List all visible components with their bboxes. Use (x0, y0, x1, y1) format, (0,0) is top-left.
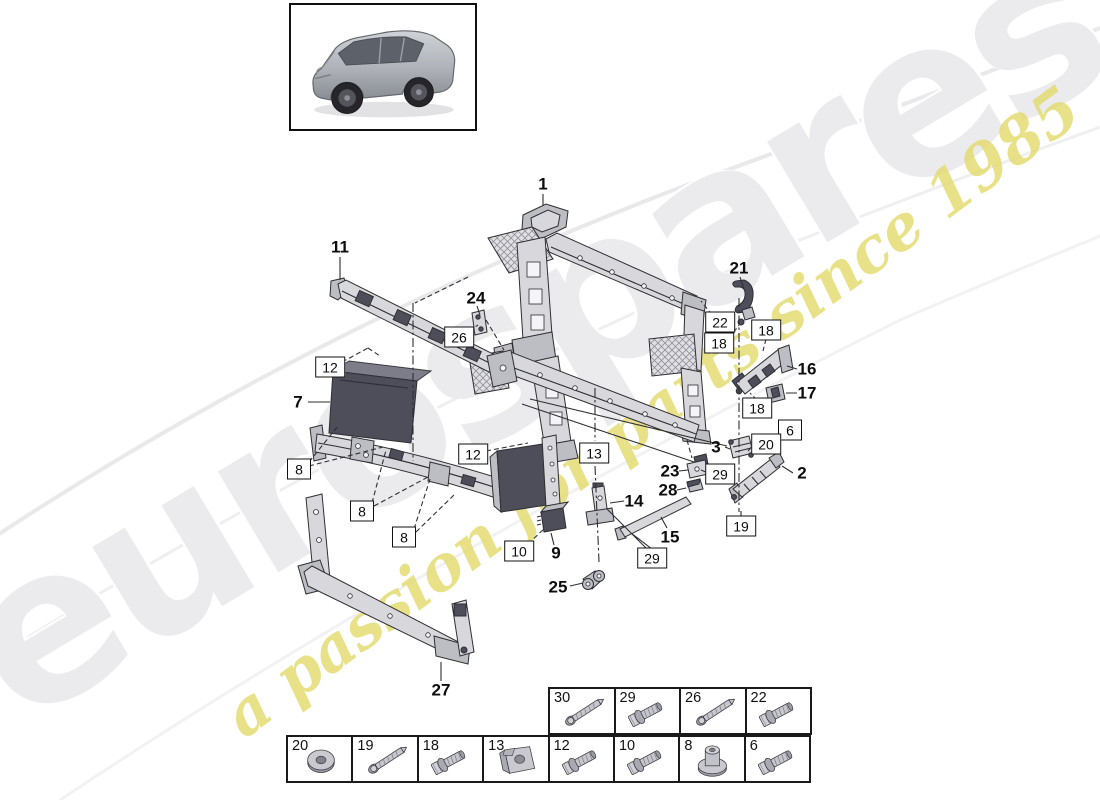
fastener-number: 12 (553, 738, 570, 754)
fastener-legend-table-bottom: 20 19 18 13 12 10 8 6 (286, 735, 812, 783)
part-16-crash-pad (731, 344, 794, 395)
fastener-number: 13 (488, 738, 505, 754)
callout-25: 25 (548, 577, 568, 597)
fastener-number: 30 (554, 690, 571, 706)
callout-12: 12 (458, 443, 488, 465)
fastener-cell-12: 12 (549, 737, 613, 781)
fastener-cell-29: 29 (615, 689, 679, 733)
fastener-number: 19 (357, 738, 374, 754)
callout-10: 10 (504, 540, 534, 562)
callout-6: 6 (778, 419, 802, 441)
callout-20: 20 (751, 433, 781, 455)
fastener-cell-18: 18 (418, 737, 483, 781)
callout-27: 27 (431, 680, 451, 700)
part-25-retainer (582, 570, 605, 590)
fastener-number: 29 (619, 690, 636, 706)
part-9-bracket (536, 501, 570, 533)
callout-3: 3 (711, 437, 721, 457)
part-lower-bumper-beam (309, 424, 561, 514)
fastener-cell-8: 8 (680, 737, 744, 781)
callout-23: 23 (660, 461, 680, 481)
callout-9: 9 (551, 543, 561, 563)
callout-8: 8 (350, 500, 374, 522)
fastener-number: 22 (750, 690, 767, 706)
vehicle-thumbnail (289, 3, 477, 131)
callout-22: 22 (705, 311, 735, 333)
callout-17: 17 (797, 383, 817, 403)
fastener-number: 20 (292, 738, 309, 754)
part-11-upper-carrier (329, 277, 518, 388)
callout-13: 13 (579, 442, 609, 464)
callout-19: 19 (726, 515, 756, 537)
callout-21: 21 (729, 258, 749, 278)
part-23-bracket (686, 453, 709, 479)
callout-7: 7 (293, 392, 303, 412)
fastener-number: 10 (618, 738, 636, 754)
fastener-cell-19: 19 (353, 737, 417, 781)
part-15-strut-rod (614, 496, 692, 541)
fastener-cell-22: 22 (746, 689, 810, 733)
fastener-cell-26: 26 (681, 689, 745, 733)
callout-18: 18 (704, 332, 734, 354)
callout-24: 24 (466, 288, 486, 308)
callout-15: 15 (660, 527, 680, 547)
part-24-clip (471, 309, 488, 336)
callout-8: 8 (287, 458, 311, 480)
fastener-cell-20: 20 (288, 737, 352, 781)
part-28-clip (686, 478, 704, 493)
callout-29: 29 (637, 547, 667, 569)
callout-29: 29 (705, 463, 735, 485)
fastener-number: 26 (685, 690, 702, 706)
fastener-number: 6 (749, 738, 758, 754)
fastener-legend-table-top: 30 29 26 22 (548, 687, 812, 735)
callout-14: 14 (624, 491, 644, 511)
fastener-number: 8 (684, 738, 693, 754)
fastener-number: 18 (422, 738, 439, 754)
callout-26: 26 (444, 326, 474, 348)
leader-lines (308, 194, 798, 681)
fastener-cell-6: 6 (745, 737, 810, 781)
fastener-cell-30: 30 (550, 689, 614, 733)
callout-18: 18 (742, 397, 772, 419)
part-27-lower-support (297, 493, 475, 665)
part-1-front-panel-frame (468, 203, 712, 465)
callout-18: 18 (751, 319, 781, 341)
part-7-impact-absorber (328, 360, 433, 444)
callout-8: 8 (392, 526, 416, 548)
suv-car-icon (312, 30, 456, 118)
callout-1: 1 (538, 174, 548, 194)
callout-28: 28 (658, 480, 678, 500)
callout-12: 12 (315, 356, 345, 378)
part-14-bracket (585, 482, 615, 526)
fastener-cell-13: 13 (484, 737, 548, 781)
callout-16: 16 (797, 359, 817, 379)
callout-11: 11 (331, 237, 349, 257)
callout-2: 2 (797, 463, 807, 483)
fastener-cell-10: 10 (614, 737, 679, 781)
